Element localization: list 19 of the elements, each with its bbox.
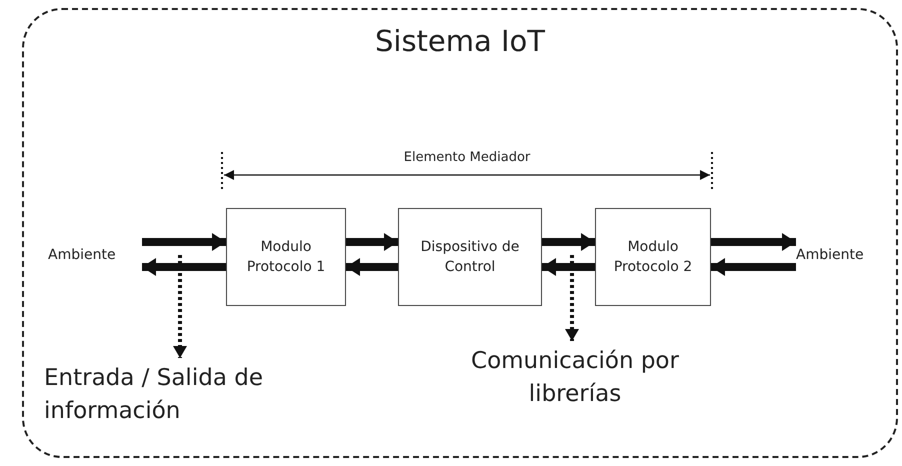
group-title: Sistema IoT bbox=[374, 24, 546, 58]
module-box: Modulo Protocolo 2 bbox=[595, 208, 711, 306]
system-boundary bbox=[22, 8, 898, 458]
note-text: Comunicación por librerías bbox=[470, 345, 680, 440]
note-text: Entrada / Salida de información bbox=[44, 362, 304, 442]
arrow bbox=[542, 258, 595, 276]
module-box: Modulo Protocolo 1 bbox=[226, 208, 346, 306]
arrow bbox=[142, 258, 226, 276]
arrow bbox=[346, 258, 398, 276]
environment-label: Ambiente bbox=[48, 240, 142, 270]
arrow bbox=[173, 255, 187, 358]
arrow bbox=[711, 233, 796, 251]
arrow bbox=[142, 233, 226, 251]
arrow bbox=[565, 255, 579, 341]
arrow bbox=[711, 258, 796, 276]
controller-box: Dispositivo de Control bbox=[398, 208, 542, 306]
environment-label: Ambiente bbox=[796, 240, 890, 270]
arrow bbox=[346, 233, 398, 251]
arrow bbox=[542, 233, 595, 251]
